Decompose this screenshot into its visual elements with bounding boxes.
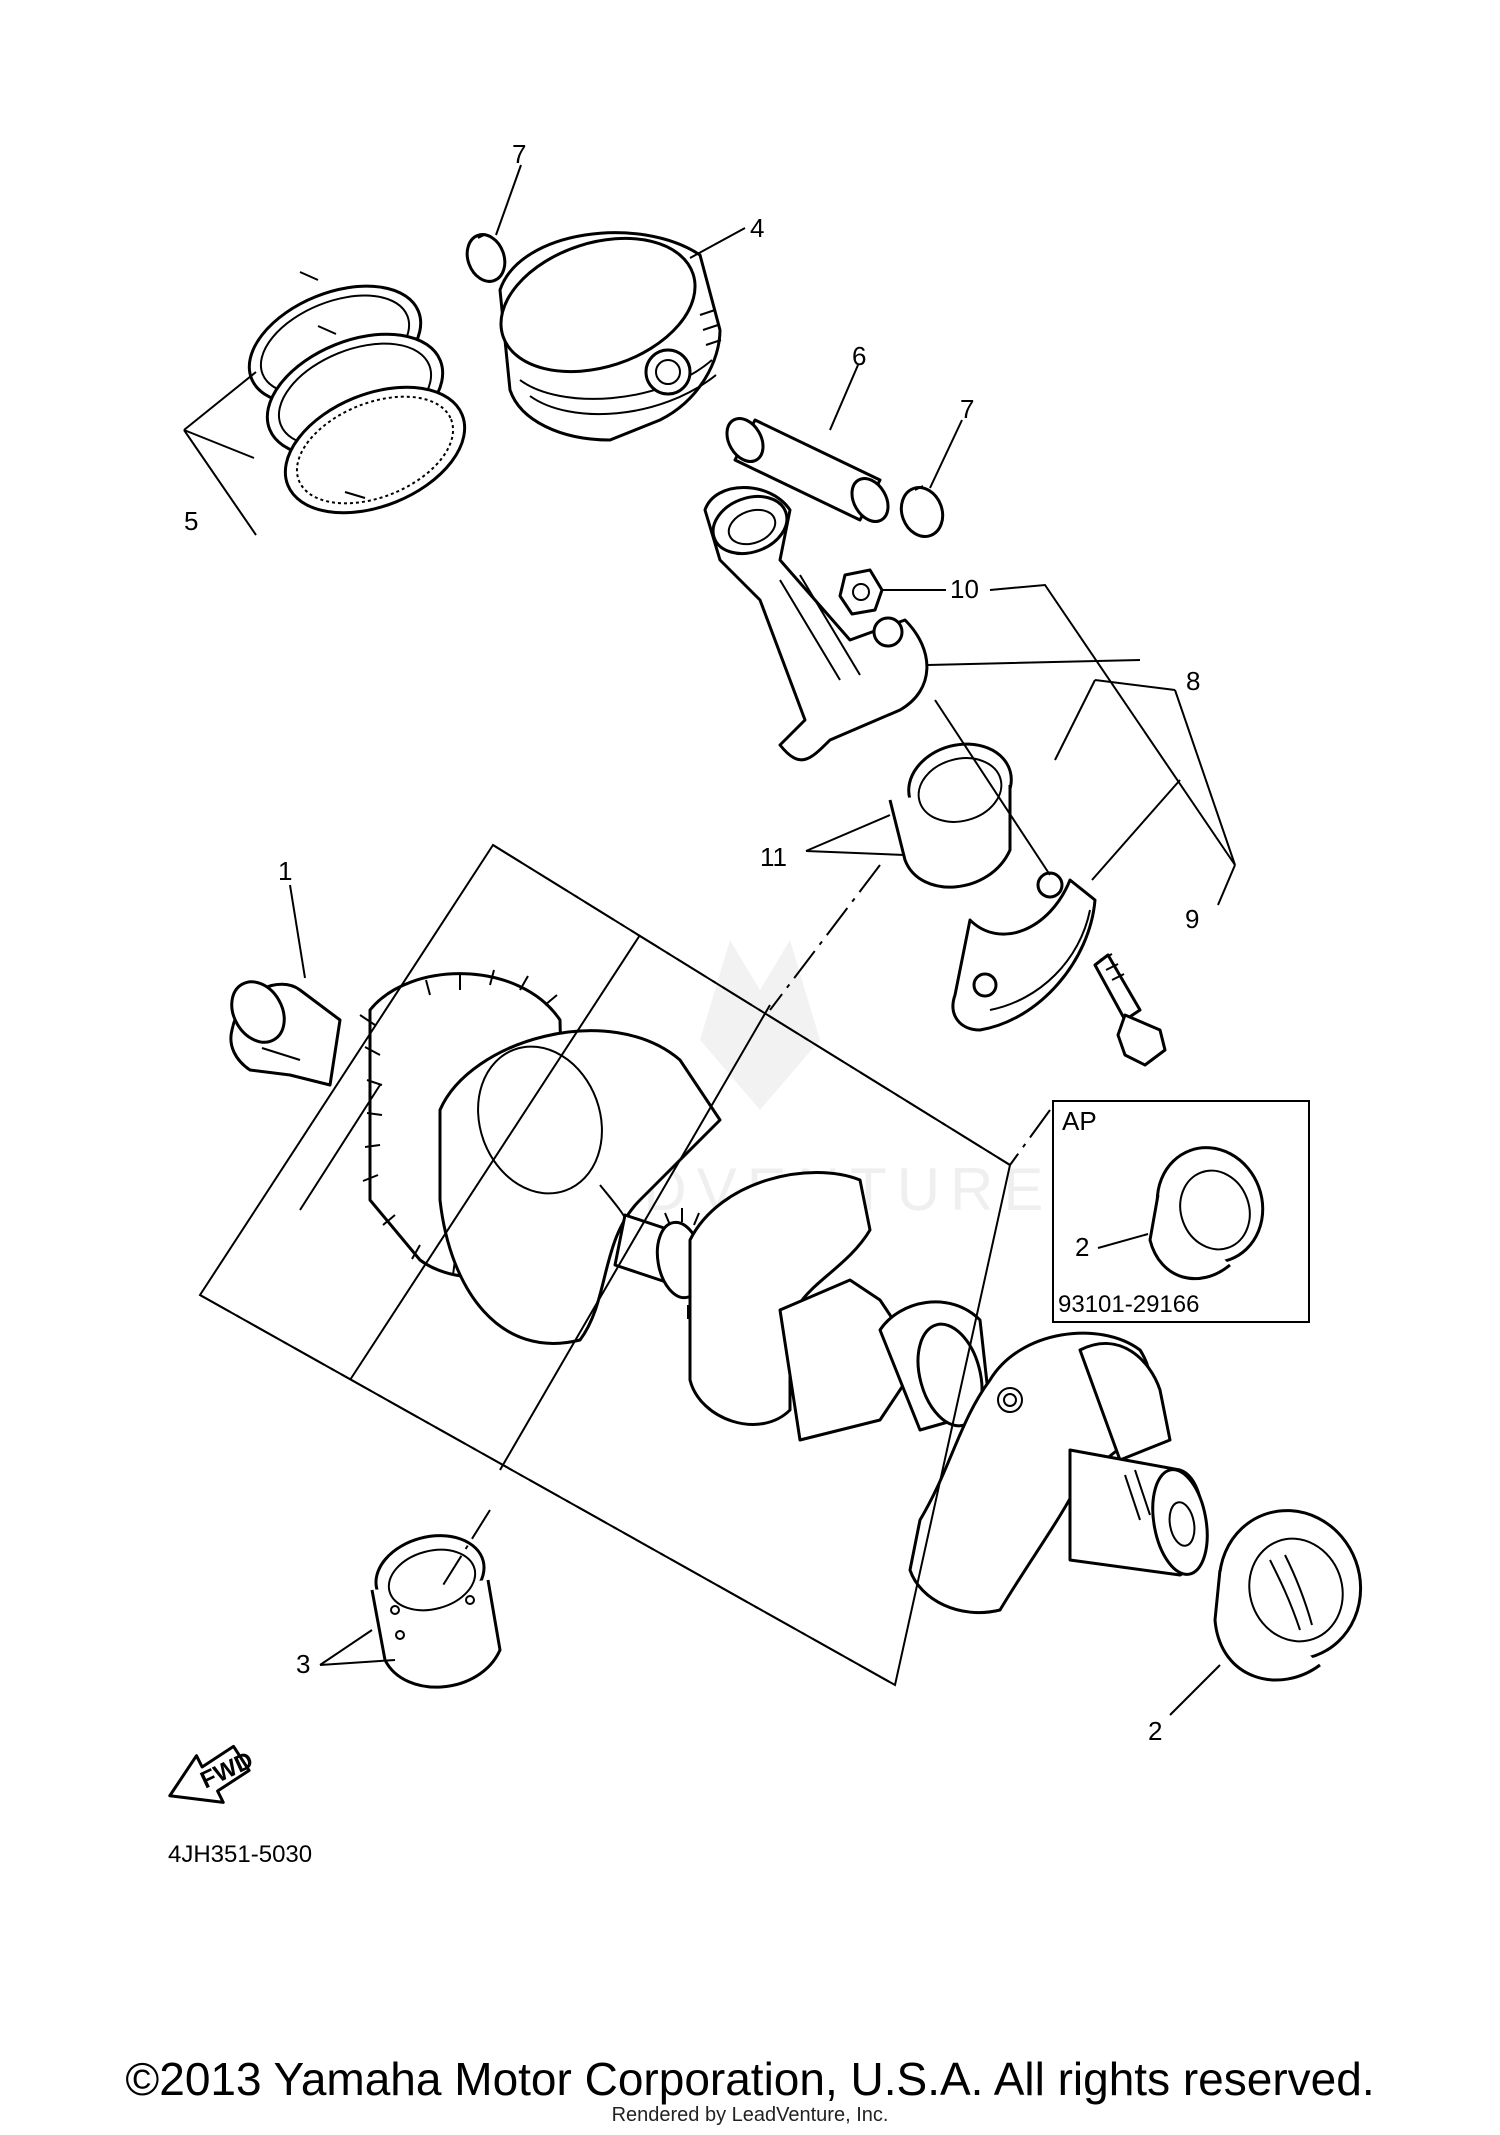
callout-9: 9 xyxy=(1185,904,1199,934)
rendered-by-credit: Rendered by LeadVenture, Inc. xyxy=(611,2104,889,2126)
callout-2: 2 xyxy=(1148,1716,1162,1746)
callout-2-inset: 2 xyxy=(1075,1232,1089,1262)
nut xyxy=(838,568,884,616)
callout-4: 4 xyxy=(750,213,764,243)
callout-1: 1 xyxy=(278,856,292,886)
callouts: 1 2 3 4 5 6 7 7 10 8 9 11 xyxy=(183,139,1236,1746)
callout-8: 8 xyxy=(1186,666,1200,696)
inset-part-number: 93101-29166 xyxy=(1058,1291,1199,1318)
rod-cap xyxy=(951,871,1097,1032)
big-end-bearings xyxy=(888,742,1013,889)
connecting-rod xyxy=(703,486,929,762)
main-bearings xyxy=(370,1534,502,1689)
callout-10: 10 xyxy=(950,574,979,604)
leader-2-inset xyxy=(1097,1233,1149,1249)
circlip-right xyxy=(899,485,945,538)
callout-7-right: 7 xyxy=(960,394,974,424)
crankshaft xyxy=(229,969,1209,1615)
inset-box: AP 2 93101-29166 xyxy=(1052,1100,1310,1323)
copyright-notice: ©2013 Yamaha Motor Corporation, U.S.A. A… xyxy=(125,2053,1375,2105)
callout-6: 6 xyxy=(852,341,866,371)
assembly-guide-lines xyxy=(198,843,1051,1687)
callout-11: 11 xyxy=(760,842,787,872)
inset-title: AP xyxy=(1062,1106,1097,1136)
callout-5: 5 xyxy=(184,506,198,536)
callout-3: 3 xyxy=(296,1649,310,1679)
piston-rings xyxy=(247,271,467,515)
diagram-code: 4JH351-5030 xyxy=(168,1841,312,1868)
piston xyxy=(498,231,722,442)
oil-seal xyxy=(1213,1509,1363,1682)
inset-oil-seal xyxy=(1148,1146,1265,1281)
callout-7-top: 7 xyxy=(512,139,526,169)
forward-arrow-icon: FWD xyxy=(168,1744,257,1804)
circlip-top xyxy=(465,233,507,283)
piston-pin xyxy=(725,417,890,523)
rod-bolt xyxy=(1093,953,1167,1067)
